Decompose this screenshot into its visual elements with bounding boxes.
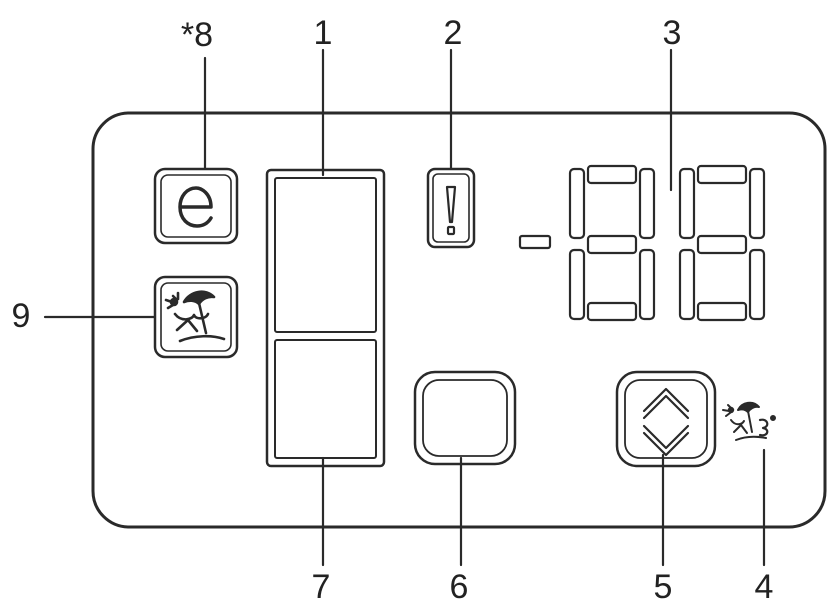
beach-umbrella-icon [164, 290, 226, 343]
beach-umbrella-small-icon [722, 401, 776, 441]
callout-5: 5 [654, 568, 673, 606]
minus-segment [518, 234, 552, 250]
up-down-chevron-icon [642, 387, 690, 457]
callout-1: 1 [314, 14, 333, 52]
holiday-button[interactable] [153, 275, 239, 359]
callout-4: 4 [755, 568, 774, 606]
eco-indicator [153, 167, 239, 245]
eco-e-icon [178, 186, 213, 228]
callout-3: 3 [663, 14, 682, 52]
display-panel [265, 168, 386, 468]
callout-9: 9 [12, 297, 31, 335]
digit-2 [678, 164, 766, 322]
callout-7: 7 [312, 568, 331, 606]
exclamation-icon [445, 185, 457, 236]
temperature-display [518, 164, 766, 322]
panel-outline [91, 111, 827, 529]
adjust-button[interactable] [615, 370, 717, 468]
callout-8: *8 [181, 16, 213, 54]
leader-lines [43, 48, 766, 567]
callout-6: 6 [450, 568, 469, 606]
digit-1 [568, 164, 656, 322]
alarm-indicator [426, 167, 476, 249]
button-6[interactable] [413, 370, 517, 466]
holiday-indicator [722, 401, 776, 441]
callout-2: 2 [444, 14, 463, 52]
